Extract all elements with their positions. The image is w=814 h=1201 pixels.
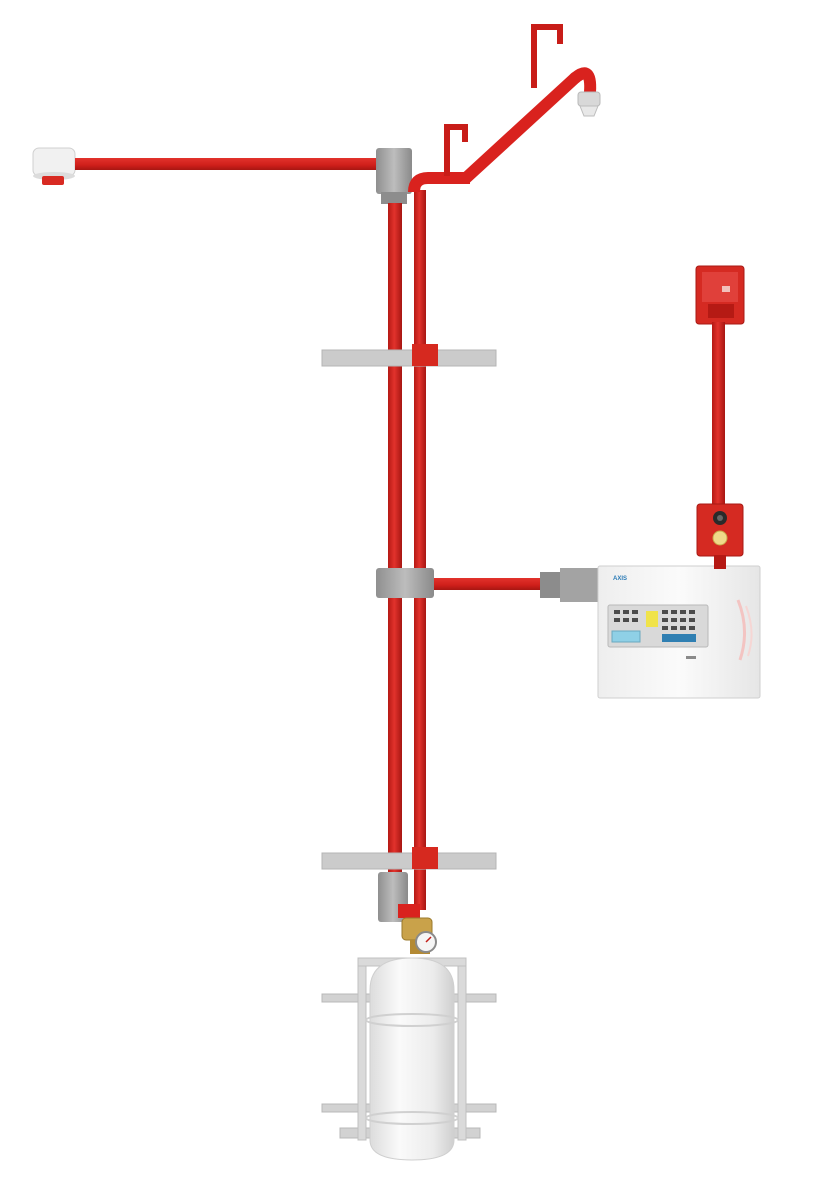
switch-icon (696, 503, 744, 557)
detector-horizontal-pipe (75, 158, 385, 170)
call-point-pipe (712, 322, 725, 507)
discharge-pipe (408, 67, 597, 910)
wall-bracket-upper (321, 344, 497, 367)
wall-bracket-lower (321, 847, 497, 870)
panel-conduit-connector (540, 568, 600, 602)
middle-junction-box (376, 568, 434, 598)
panel-feed-pipe (434, 578, 546, 590)
cylinder-icon (365, 957, 459, 1161)
nozzle-icon (577, 91, 601, 117)
main-vertical-pipe (388, 203, 402, 873)
control-panel-icon: AXIS (597, 565, 761, 699)
top-junction-box (376, 148, 412, 204)
pipe-hanger-tall (531, 24, 563, 88)
panel-display (611, 630, 641, 643)
panel-indicator-yellow (646, 611, 658, 627)
pipe-hanger-short (444, 124, 468, 176)
call-point-icon (695, 265, 745, 325)
switch-to-panel-pipe (714, 555, 726, 569)
smoke-detector-icon (32, 147, 76, 185)
gauge-icon (415, 931, 437, 953)
panel-brand-label: AXIS (613, 576, 627, 582)
